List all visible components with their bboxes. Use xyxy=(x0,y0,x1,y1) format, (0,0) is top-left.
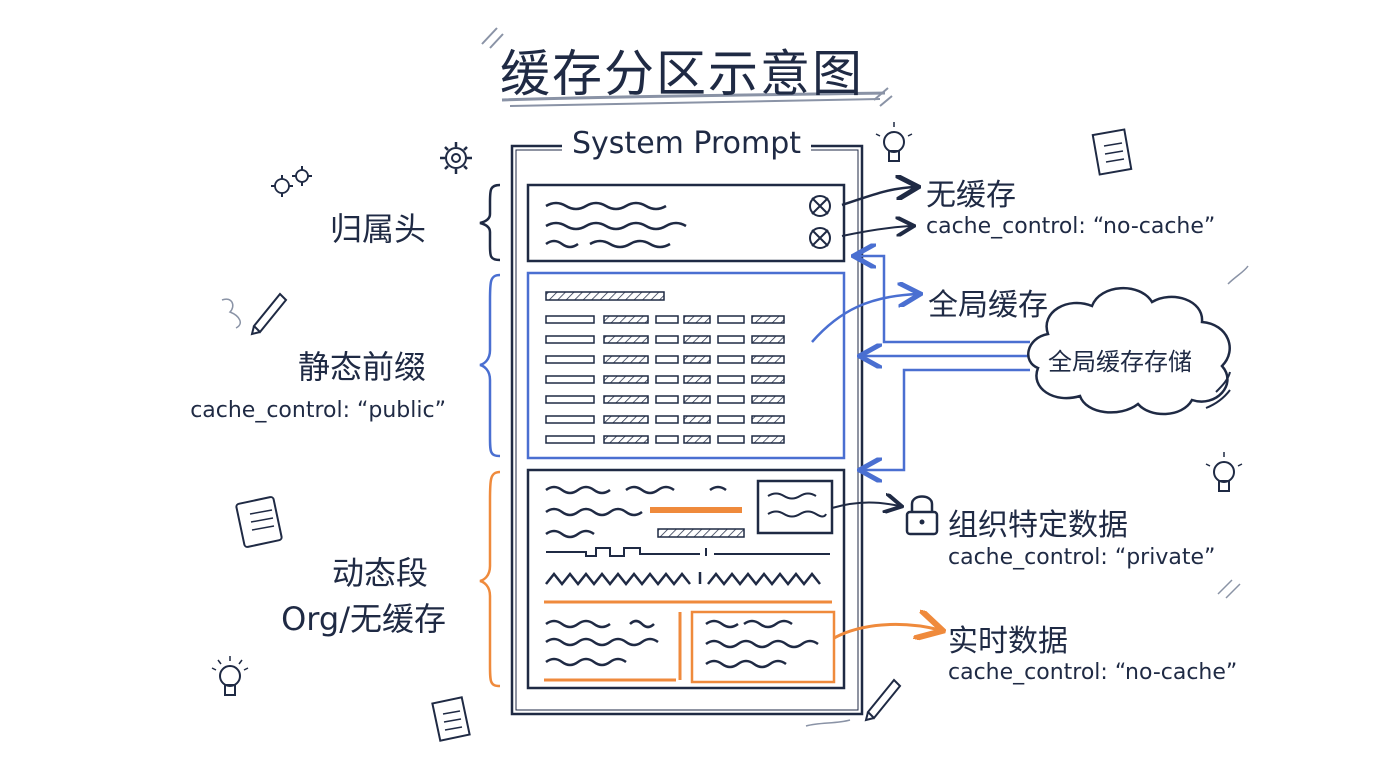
static-prefix-label: 静态前缀 xyxy=(298,348,427,386)
table-cell xyxy=(655,375,679,384)
org-data-code: cache_control: “private” xyxy=(948,545,1216,570)
table-cell xyxy=(545,415,595,424)
no-cache-x-icon xyxy=(809,227,831,249)
table-cell xyxy=(545,355,595,364)
decorative-stroke xyxy=(1217,579,1241,599)
table-cell xyxy=(683,355,711,364)
table-cell xyxy=(545,395,595,404)
table-cell xyxy=(717,395,745,404)
table-cell xyxy=(683,375,711,384)
table-cell xyxy=(603,395,649,404)
table-cell xyxy=(545,375,595,384)
table-cell xyxy=(751,315,785,324)
table-cell xyxy=(717,415,745,424)
table-cell xyxy=(751,395,785,404)
attribution-header-label: 归属头 xyxy=(330,210,427,248)
table-cell xyxy=(751,375,785,384)
attribution-header-brace xyxy=(479,183,501,262)
global-cache-storage-label: 全局缓存存储 xyxy=(1048,348,1192,376)
lock-icon xyxy=(905,495,939,536)
lightbulb-icon xyxy=(1205,452,1243,492)
table-cell xyxy=(603,355,649,364)
no-cache-code-arrow xyxy=(841,226,912,237)
table-cell xyxy=(603,315,649,324)
table-cell xyxy=(683,415,711,424)
table-cell xyxy=(717,355,745,364)
page-title: 缓存分区示意图 xyxy=(500,45,864,103)
table-cell xyxy=(655,435,679,444)
table-cell xyxy=(545,315,595,324)
global-cache-arrow xyxy=(811,294,918,343)
notepad-icon xyxy=(235,496,283,548)
table-cell xyxy=(603,415,649,424)
pencil-icon xyxy=(221,292,288,336)
table-cell xyxy=(751,355,785,364)
gear-icon xyxy=(292,166,312,186)
document-icon xyxy=(1091,128,1133,176)
lightbulb-icon xyxy=(875,122,913,162)
cloud-icon xyxy=(1027,287,1231,416)
gear-icon xyxy=(440,142,472,174)
system-prompt-label: System Prompt xyxy=(562,126,812,161)
table-cell xyxy=(751,335,785,344)
no-cache-code: cache_control: “no-cache” xyxy=(926,214,1216,239)
no-cache-arrow xyxy=(841,187,916,207)
table-cell xyxy=(717,375,745,384)
table-cell xyxy=(655,415,679,424)
static-prefix-code: cache_control: “public” xyxy=(190,398,446,423)
dynamic-segment-box xyxy=(526,468,846,690)
realtime-data-code: cache_control: “no-cache” xyxy=(948,660,1238,685)
static-prefix-brace xyxy=(479,273,501,458)
static-prefix-table xyxy=(545,315,785,444)
table-cell xyxy=(603,435,649,444)
table-cell xyxy=(603,335,649,344)
realtime-data-arrow xyxy=(833,624,940,638)
dynamic-segment-brace xyxy=(479,470,501,688)
table-cell xyxy=(683,395,711,404)
org-data-label: 组织特定数据 xyxy=(948,508,1128,543)
table-cell xyxy=(655,315,679,324)
table-cell xyxy=(683,435,711,444)
table-cell xyxy=(603,375,649,384)
table-cell xyxy=(751,415,785,424)
table-cell xyxy=(683,335,711,344)
lightbulb-icon xyxy=(211,656,249,696)
decorative-stroke xyxy=(1227,265,1249,285)
title-underline xyxy=(481,27,893,107)
static-prefix-box xyxy=(526,271,846,460)
document-icon xyxy=(431,696,471,742)
table-cell xyxy=(655,395,679,404)
cache-storage-links xyxy=(856,256,1030,470)
dynamic-segment-label: 动态段 xyxy=(332,554,429,592)
table-cell xyxy=(751,435,785,444)
system-prompt-frame xyxy=(510,144,864,716)
dynamic-segment-sublabel: Org/无缓存 xyxy=(281,600,446,638)
attribution-header-box xyxy=(526,183,846,263)
no-cache-x-icon xyxy=(809,195,831,217)
table-cell xyxy=(655,335,679,344)
table-cell xyxy=(655,355,679,364)
table-cell xyxy=(545,335,595,344)
table-cell xyxy=(545,435,595,444)
no-cache-label: 无缓存 xyxy=(926,178,1016,213)
table-cell xyxy=(717,435,745,444)
gear-icon xyxy=(271,175,293,197)
global-cache-label: 全局缓存 xyxy=(928,288,1048,323)
realtime-data-label: 实时数据 xyxy=(948,624,1068,659)
table-cell xyxy=(717,315,745,324)
org-data-arrow xyxy=(831,503,900,509)
table-cell xyxy=(683,315,711,324)
pencil-icon xyxy=(805,678,902,727)
table-cell xyxy=(717,335,745,344)
